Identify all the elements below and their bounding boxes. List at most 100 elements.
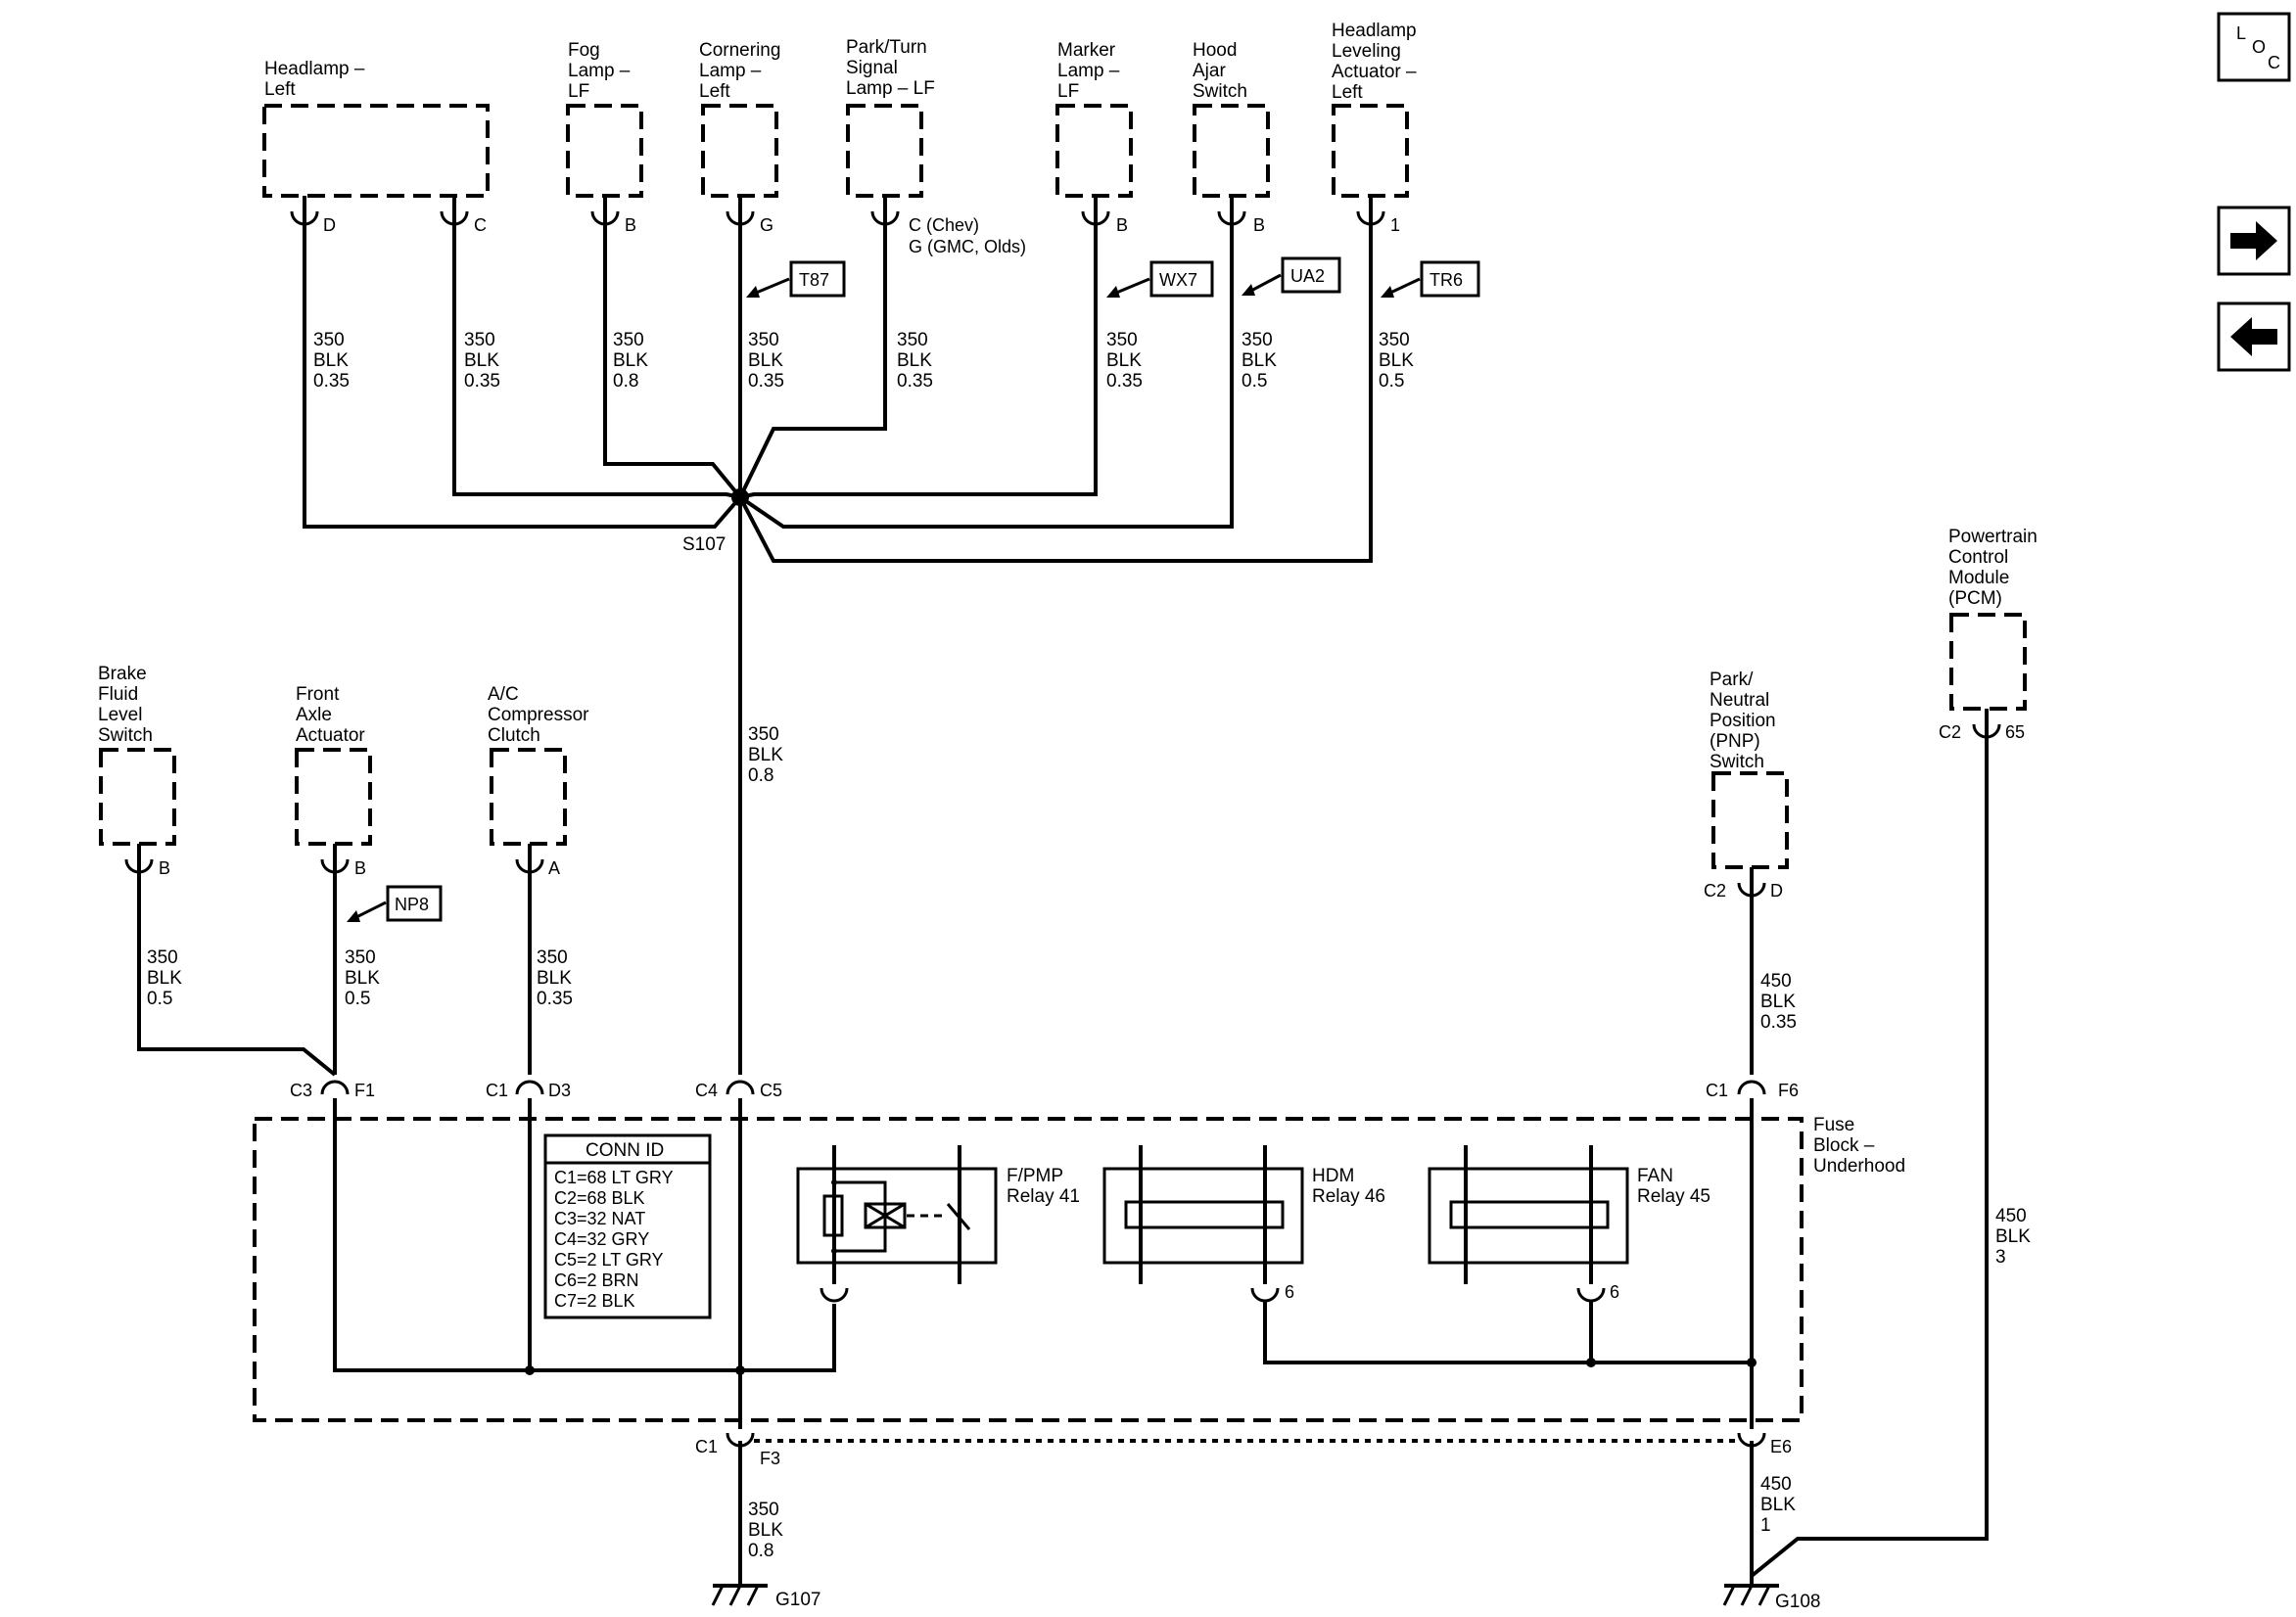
pin-park-g: G (GMC, Olds) (909, 237, 1026, 256)
svg-text:NP8: NP8 (395, 895, 429, 914)
arrow-right-icon (2230, 221, 2277, 260)
next-page-button[interactable] (2217, 206, 2291, 276)
fpmp-relay-41 (796, 1145, 998, 1303)
fuse-block-top-connectors (320, 1080, 1766, 1095)
headlamp-left-label: Headlamp –Left (264, 59, 365, 100)
middle-wires (137, 865, 532, 1077)
pin-fog-b: B (625, 215, 636, 235)
ground-g108-label: G108 (1775, 1592, 1820, 1612)
option-ua2: UA2 (1242, 256, 1341, 296)
park-turn-lamp-box (846, 104, 923, 198)
pin-park-c: C (Chev) (909, 215, 979, 235)
junction-dot-1 (525, 1365, 535, 1375)
pin-level-1: 1 (1390, 215, 1400, 235)
fuse-block-underhood-box (253, 1117, 1804, 1422)
pcm-box (1949, 613, 2027, 711)
svg-text:O: O (2252, 37, 2266, 57)
svg-text:T87: T87 (799, 270, 829, 290)
fan-relay-45 (1428, 1145, 1629, 1303)
marker-lamp-box (1055, 104, 1133, 198)
pin-f1: F1 (354, 1081, 375, 1100)
cornering-lamp-box (701, 104, 778, 198)
fog-lamp-box (566, 104, 643, 198)
pin-pnp-d: D (1770, 881, 1783, 901)
ground-g108-icon (1722, 1584, 1779, 1606)
pin-e6: E6 (1770, 1437, 1792, 1456)
headlamp-leveling-box (1332, 104, 1409, 198)
splice-s107-label: S107 (682, 534, 726, 555)
pin-ac-a: A (548, 858, 560, 878)
pin-f6: F6 (1778, 1081, 1799, 1100)
pin-hl-c: C (474, 215, 487, 235)
pin-c1b: C1 (1706, 1081, 1728, 1100)
pin-c3: C3 (290, 1081, 312, 1100)
pin-fan-6: 6 (1610, 1282, 1619, 1302)
hdm-relay-46 (1102, 1145, 1304, 1303)
pin-marker-b: B (1116, 215, 1128, 235)
junction-dot-2 (735, 1365, 745, 1375)
pin-brake-b: B (159, 858, 170, 878)
svg-text:UA2: UA2 (1290, 266, 1325, 286)
pin-hdm-6: 6 (1285, 1282, 1294, 1302)
pin-c4: C4 (695, 1081, 718, 1100)
ground-g107-label: G107 (775, 1590, 820, 1610)
option-t87: T87 (746, 260, 846, 298)
loc-button[interactable]: L O C (2217, 12, 2291, 82)
option-np8: NP8 (347, 885, 443, 922)
pcm-wire (1750, 730, 1989, 1578)
option-tr6: TR6 (1381, 260, 1480, 298)
svg-text:TR6: TR6 (1429, 270, 1463, 290)
svg-text:WX7: WX7 (1159, 270, 1197, 290)
svg-text:C: C (2268, 53, 2280, 72)
option-wx7: WX7 (1106, 260, 1214, 298)
pin-corn-g: G (760, 215, 773, 235)
fuse-block-bottom-connectors (726, 1432, 1766, 1448)
junction-dot-3 (1586, 1358, 1596, 1367)
conn-id-rows: C1=68 LT GRY C2=68 BLK C3=32 NAT C4=32 G… (554, 1168, 678, 1311)
junction-dot-4 (1747, 1358, 1757, 1367)
pin-pcm-65: 65 (2005, 722, 2025, 742)
pin-c1a: C1 (486, 1081, 508, 1100)
svg-text:L: L (2236, 23, 2246, 43)
front-axle-actuator-box (295, 748, 372, 846)
svg-text:CONN ID: CONN ID (586, 1140, 664, 1161)
pin-hl-d: D (323, 215, 336, 235)
ac-compressor-clutch-box (490, 748, 567, 846)
fuse-block-internal-wires (333, 1098, 1754, 1429)
ground-g107-icon (711, 1584, 768, 1606)
prev-page-button[interactable] (2217, 301, 2291, 372)
pin-c5: C5 (760, 1081, 782, 1100)
pin-c1c: C1 (695, 1437, 718, 1456)
pin-f3: F3 (760, 1449, 780, 1468)
